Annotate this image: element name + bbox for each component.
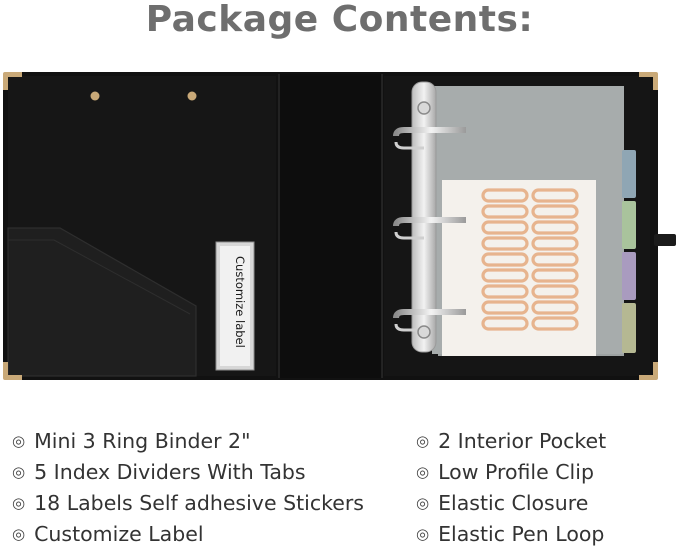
divider-tab-green: [622, 201, 636, 249]
feature-item: ◎ Mini 3 Ring Binder 2": [12, 428, 251, 456]
feature-item: ◎ 2 Interior Pocket: [416, 428, 606, 456]
clip-rivet: [187, 91, 197, 101]
feature-item: ◎ Customize Label: [12, 521, 204, 549]
feature-text: Elastic Closure: [438, 491, 589, 515]
feature-item: ◎ Low Profile Clip: [416, 459, 594, 487]
bullet-icon: ◎: [12, 494, 26, 512]
customize-label-text: Customize label: [233, 256, 247, 348]
feature-text: Customize Label: [34, 522, 204, 546]
divider-tab-purple: [622, 252, 636, 300]
bullet-icon: ◎: [416, 525, 430, 543]
bullet-icon: ◎: [416, 494, 430, 512]
corner-protector: [3, 72, 22, 90]
feature-text: Mini 3 Ring Binder 2": [34, 429, 251, 453]
divider-tab-blue: [622, 150, 636, 198]
binder-product-image: Customize label: [3, 72, 676, 380]
feature-text: 18 Labels Self adhesive Stickers: [34, 491, 364, 515]
elastic-closure: [654, 234, 676, 246]
binder-spine: [278, 74, 382, 378]
feature-text: Low Profile Clip: [438, 460, 594, 484]
feature-item: ◎ Elastic Closure: [416, 490, 588, 518]
bullet-icon: ◎: [416, 432, 430, 450]
label-sticker-sheet: [442, 180, 596, 356]
clip-rivet: [90, 91, 100, 101]
bullet-icon: ◎: [12, 463, 26, 481]
feature-text: 2 Interior Pocket: [438, 429, 607, 453]
divider-tab-olive: [622, 303, 636, 353]
feature-list: ◎ Mini 3 Ring Binder 2" ◎ 5 Index Dividers…: [0, 428, 679, 550]
feature-item: ◎ 18 Labels Self adhesive Stickers: [12, 490, 364, 518]
bullet-icon: ◎: [12, 432, 26, 450]
corner-protector: [639, 72, 658, 90]
feature-text: Elastic Pen Loop: [438, 522, 605, 546]
binder-ring: [393, 127, 466, 319]
feature-text: 5 Index Dividers With Tabs: [34, 460, 306, 484]
bullet-icon: ◎: [12, 525, 26, 543]
page-title: Package Contents:: [145, 0, 534, 40]
feature-item: ◎ Elastic Pen Loop: [416, 521, 604, 549]
interior-pocket: [7, 227, 197, 377]
corner-protector: [3, 362, 22, 380]
corner-protector: [639, 362, 658, 380]
feature-item: ◎ 5 Index Dividers With Tabs: [12, 459, 306, 487]
bullet-icon: ◎: [416, 463, 430, 481]
label-stickers: [481, 188, 579, 331]
